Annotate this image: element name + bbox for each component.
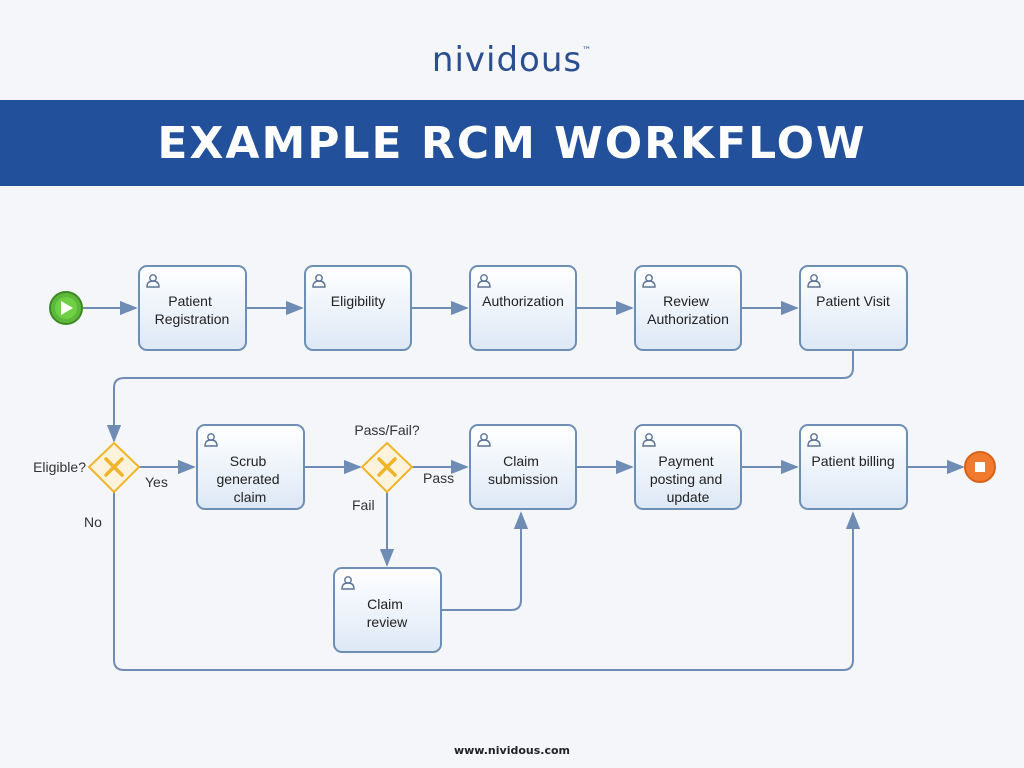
task-label: Payment (658, 453, 713, 469)
footer-url[interactable]: www.nividous.com (453, 744, 571, 757)
edge-label-yes: Yes (145, 474, 168, 490)
page-title: EXAMPLE RCM WORKFLOW (157, 117, 867, 169)
gateway-label-eligible: Eligible? (33, 459, 86, 475)
task-claim-review[interactable]: Claim review (333, 567, 442, 653)
task-patient-billing[interactable]: Patient billing (799, 424, 908, 510)
gateway-pass-fail (360, 441, 414, 494)
svg-text:Payment posting and: Payment posting and update (650, 453, 726, 505)
connectors (83, 300, 965, 671)
task-label: review (367, 614, 408, 630)
task-label: Authorization (482, 293, 564, 309)
task-patient-registration[interactable]: Patient Registration (138, 265, 247, 351)
task-payment-posting[interactable]: Payment posting and update (634, 424, 742, 510)
edge-label-fail: Fail (352, 497, 375, 513)
x-icon (104, 457, 124, 477)
svg-text:Scrub generated cl: Scrub generated claim (217, 453, 284, 505)
start-event (49, 291, 83, 325)
task-scrub-generated-claim[interactable]: Scrub generated claim (196, 424, 305, 510)
svg-text:Claim submission: Claim submission (488, 453, 558, 487)
connector (113, 492, 861, 671)
stop-icon (975, 462, 985, 472)
task-review-authorization[interactable]: Review Authorization (634, 265, 742, 351)
task-eligibility[interactable]: Eligibility (304, 265, 412, 351)
svg-text:Patient billing: Patient billing (811, 453, 894, 469)
x-icon (377, 457, 397, 477)
task-authorization[interactable]: Authorization (469, 265, 577, 351)
connector (442, 511, 529, 611)
svg-text:Patient Visit: Patient Visit (816, 293, 890, 309)
task-label: Claim (503, 453, 539, 469)
task-label: Patient Visit (816, 293, 890, 309)
end-event (964, 451, 996, 483)
task-label: Patient (168, 293, 212, 309)
svg-text:Patient Registration: Patient Registration (155, 293, 230, 327)
task-label: Claim (367, 596, 403, 612)
edge-label-no: No (84, 514, 102, 530)
brand-logo: nividous™ (0, 40, 1024, 80)
task-label: claim (234, 489, 267, 505)
task-label: Registration (155, 311, 230, 327)
edge-label-pass: Pass (423, 470, 454, 486)
task-label: Review (663, 293, 710, 309)
task-label: update (667, 489, 710, 505)
gateway-label-pass-fail: Pass/Fail? (354, 422, 420, 438)
task-label: Authorization (647, 311, 729, 327)
svg-text:Authorization: Authorization (482, 293, 564, 309)
task-label: Patient billing (811, 453, 894, 469)
trademark-symbol: ™ (582, 46, 593, 56)
svg-text:Claim review: Claim review (367, 596, 408, 630)
svg-text:Review Authorization: Review Authorization (647, 293, 729, 327)
task-label: generated (217, 471, 280, 487)
gateway-eligible (87, 441, 141, 494)
title-banner: EXAMPLE RCM WORKFLOW (0, 100, 1024, 186)
logo-text: nividous (431, 40, 583, 80)
task-claim-submission[interactable]: Claim submission (469, 424, 577, 510)
connector (106, 351, 854, 443)
svg-text:Eligibility: Eligibility (331, 293, 385, 309)
task-patient-visit[interactable]: Patient Visit (799, 265, 908, 351)
task-label: posting and (650, 471, 722, 487)
play-icon (61, 301, 73, 315)
task-label: submission (488, 471, 558, 487)
task-label: Scrub (230, 453, 267, 469)
task-label: Eligibility (331, 293, 385, 309)
